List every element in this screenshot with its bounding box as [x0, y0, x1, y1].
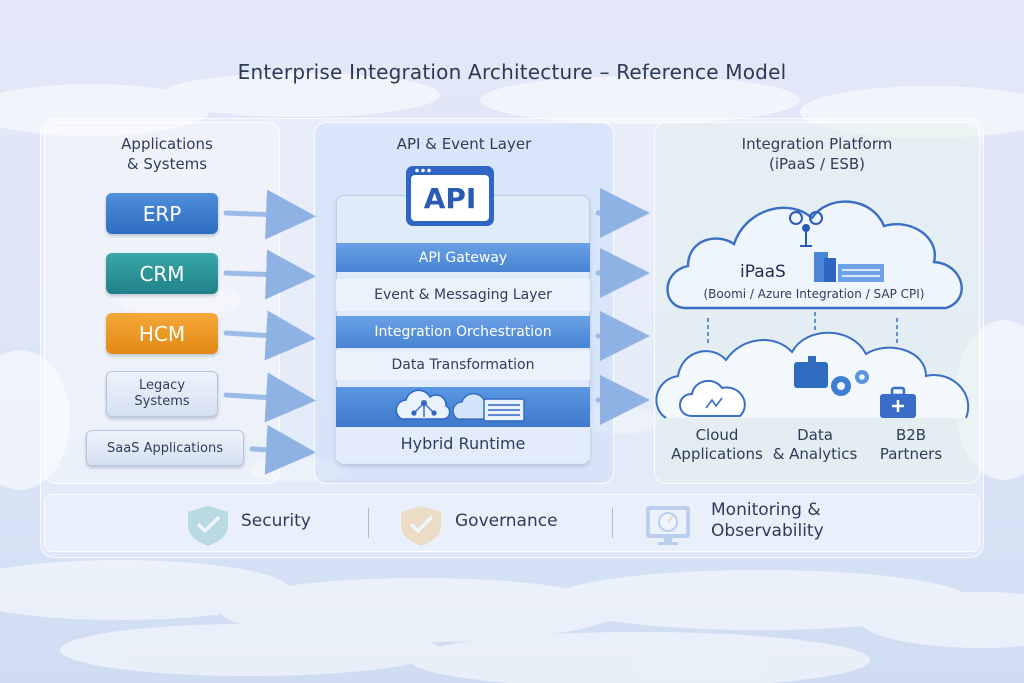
ipaas-hub-icon	[789, 211, 823, 247]
arrow-saas	[249, 424, 316, 475]
b2b-partners-line2: Partners	[879, 445, 943, 463]
event-messaging-layer: Event & Messaging Layer	[336, 279, 590, 311]
analytics-gears-icon	[794, 356, 869, 396]
arrow-legacy	[223, 372, 316, 423]
applications-column	[44, 122, 280, 484]
data-analytics-label: Data & Analytics	[770, 426, 860, 464]
platform-heading: Integration Platform (iPaaS / ESB)	[654, 134, 980, 174]
monitoring-label-line2: Observability	[711, 521, 824, 541]
hcm-box: HCM	[106, 313, 218, 354]
api-layer-heading: API & Event Layer	[396, 135, 532, 153]
integration-orchestration-layer: Integration Orchestration	[336, 316, 590, 348]
cloud-bolt-icon	[705, 397, 723, 409]
cloud-applications-label: Cloud Applications	[662, 426, 772, 464]
cross-cutting-concerns-bar	[44, 494, 980, 552]
diagram-title: Enterprise Integration Architecture – Re…	[237, 60, 787, 84]
b2b-partners-line1: B2B	[895, 426, 927, 444]
applications-heading-line1: Applications	[121, 135, 213, 153]
api-badge-label: API	[423, 182, 477, 215]
api-gateway-layer: API Gateway	[336, 243, 590, 272]
applications-heading-line2: & Systems	[126, 155, 208, 173]
footer-divider-1	[368, 508, 369, 538]
legacy-label-line2: Systems	[134, 394, 190, 409]
security-label: Security	[241, 511, 311, 531]
applications-heading: Applications & Systems	[44, 134, 290, 174]
platform-heading-line1: Integration Platform	[741, 135, 893, 153]
hybrid-runtime-layer: Hybrid Runtime	[336, 427, 590, 460]
footer-divider-2	[612, 508, 613, 538]
hybrid-cloud-network-icon	[395, 389, 525, 422]
governance-label: Governance	[455, 511, 558, 531]
platform-heading-line2: (iPaaS / ESB)	[768, 155, 866, 173]
hybrid-runtime-graphic	[336, 387, 590, 427]
ipaas-subtitle: (Boomi / Azure Integration / SAP CPI)	[703, 287, 925, 301]
ipaas-buildings-icon	[814, 252, 884, 282]
cloud-applications-line2: Applications	[671, 445, 763, 463]
briefcase-icon	[880, 386, 916, 418]
saas-applications-box: SaaS Applications	[86, 430, 244, 466]
legacy-label-line1: Legacy	[138, 378, 186, 393]
legacy-systems-box: Legacy Systems	[106, 371, 218, 417]
data-transformation-layer: Data Transformation	[336, 350, 590, 380]
api-monitor-icon	[406, 166, 494, 226]
cloud-applications-line1: Cloud	[695, 426, 739, 444]
arrow-hcm	[223, 310, 316, 361]
data-analytics-line2: & Analytics	[772, 445, 858, 463]
arrow-crm	[223, 249, 316, 300]
arrow-erp	[223, 189, 316, 240]
monitoring-label: Monitoring & Observability	[711, 500, 824, 542]
crm-box: CRM	[106, 253, 218, 294]
cloud-icon	[679, 379, 746, 417]
data-analytics-line1: Data	[797, 426, 833, 444]
erp-box: ERP	[106, 193, 218, 234]
ipaas-title: iPaaS	[740, 262, 786, 282]
monitoring-label-line1: Monitoring &	[711, 500, 821, 520]
b2b-partners-label: B2B Partners	[866, 426, 956, 464]
